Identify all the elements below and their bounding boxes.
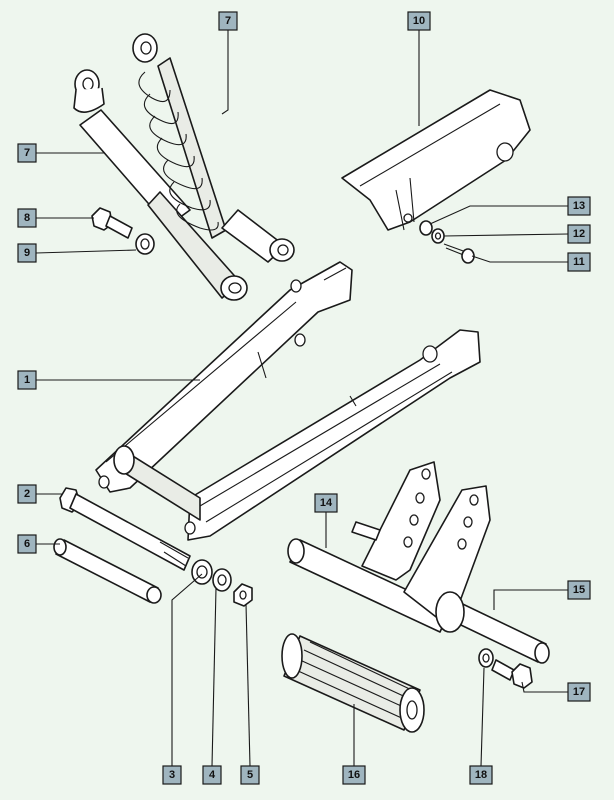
callout-11: 11 (567, 252, 591, 272)
footrest-shaft-15 (435, 591, 550, 664)
callout-16: 16 (342, 765, 366, 785)
washer-9 (135, 233, 155, 255)
callout-14: 14 (314, 493, 338, 513)
callout-label: 7 (24, 147, 30, 159)
callout-label: 10 (413, 15, 425, 27)
screw-11 (443, 243, 475, 264)
callout-15: 15 (567, 580, 591, 600)
callout-6: 6 (17, 534, 37, 554)
washer-4 (212, 568, 232, 592)
callout-label: 4 (209, 769, 216, 781)
bolt-8 (91, 207, 133, 239)
callout-label: 17 (573, 686, 585, 698)
callout-1: 1 (17, 370, 37, 390)
callout-17: 17 (567, 682, 591, 702)
callout-7-left: 7 (17, 143, 37, 163)
callout-9: 9 (17, 243, 37, 263)
callout-4: 4 (202, 765, 222, 785)
callout-label: 2 (24, 488, 30, 500)
callout-label: 13 (573, 200, 585, 212)
callout-label: 15 (573, 584, 585, 596)
leader-lines (35, 30, 569, 767)
callout-label: 14 (320, 497, 333, 509)
callout-label: 1 (24, 374, 30, 386)
spring-strut (132, 33, 295, 263)
callout-label: 12 (573, 228, 585, 240)
footrest-rubber-16 (281, 633, 425, 733)
callout-label: 8 (24, 212, 30, 224)
callout-label: 18 (475, 769, 487, 781)
bolt-2 (59, 487, 191, 571)
washer-12 (431, 228, 445, 244)
callout-8: 8 (17, 208, 37, 228)
callout-label: 3 (169, 769, 175, 781)
bracket-10 (341, 89, 531, 231)
swing-arm-1 (95, 261, 481, 541)
nut-5 (233, 583, 253, 607)
callout-12: 12 (567, 224, 591, 244)
callout-7-top: 7 (218, 11, 238, 31)
callout-label: 6 (24, 538, 30, 550)
callout-5: 5 (240, 765, 260, 785)
callout-label: 7 (225, 15, 231, 27)
bolt-17 (491, 659, 533, 689)
callout-3: 3 (162, 765, 182, 785)
callout-13: 13 (567, 196, 591, 216)
sleeve-6 (53, 538, 162, 604)
washer-18 (478, 648, 494, 668)
callout-label: 11 (573, 256, 585, 268)
callout-10: 10 (407, 11, 431, 31)
callout-label: 16 (348, 769, 360, 781)
callout-2: 2 (17, 484, 37, 504)
shock-absorber-left (73, 69, 248, 301)
callout-label: 9 (24, 247, 30, 259)
washer-13 (419, 220, 433, 236)
callout-label: 5 (247, 769, 253, 781)
callout-18: 18 (469, 765, 493, 785)
